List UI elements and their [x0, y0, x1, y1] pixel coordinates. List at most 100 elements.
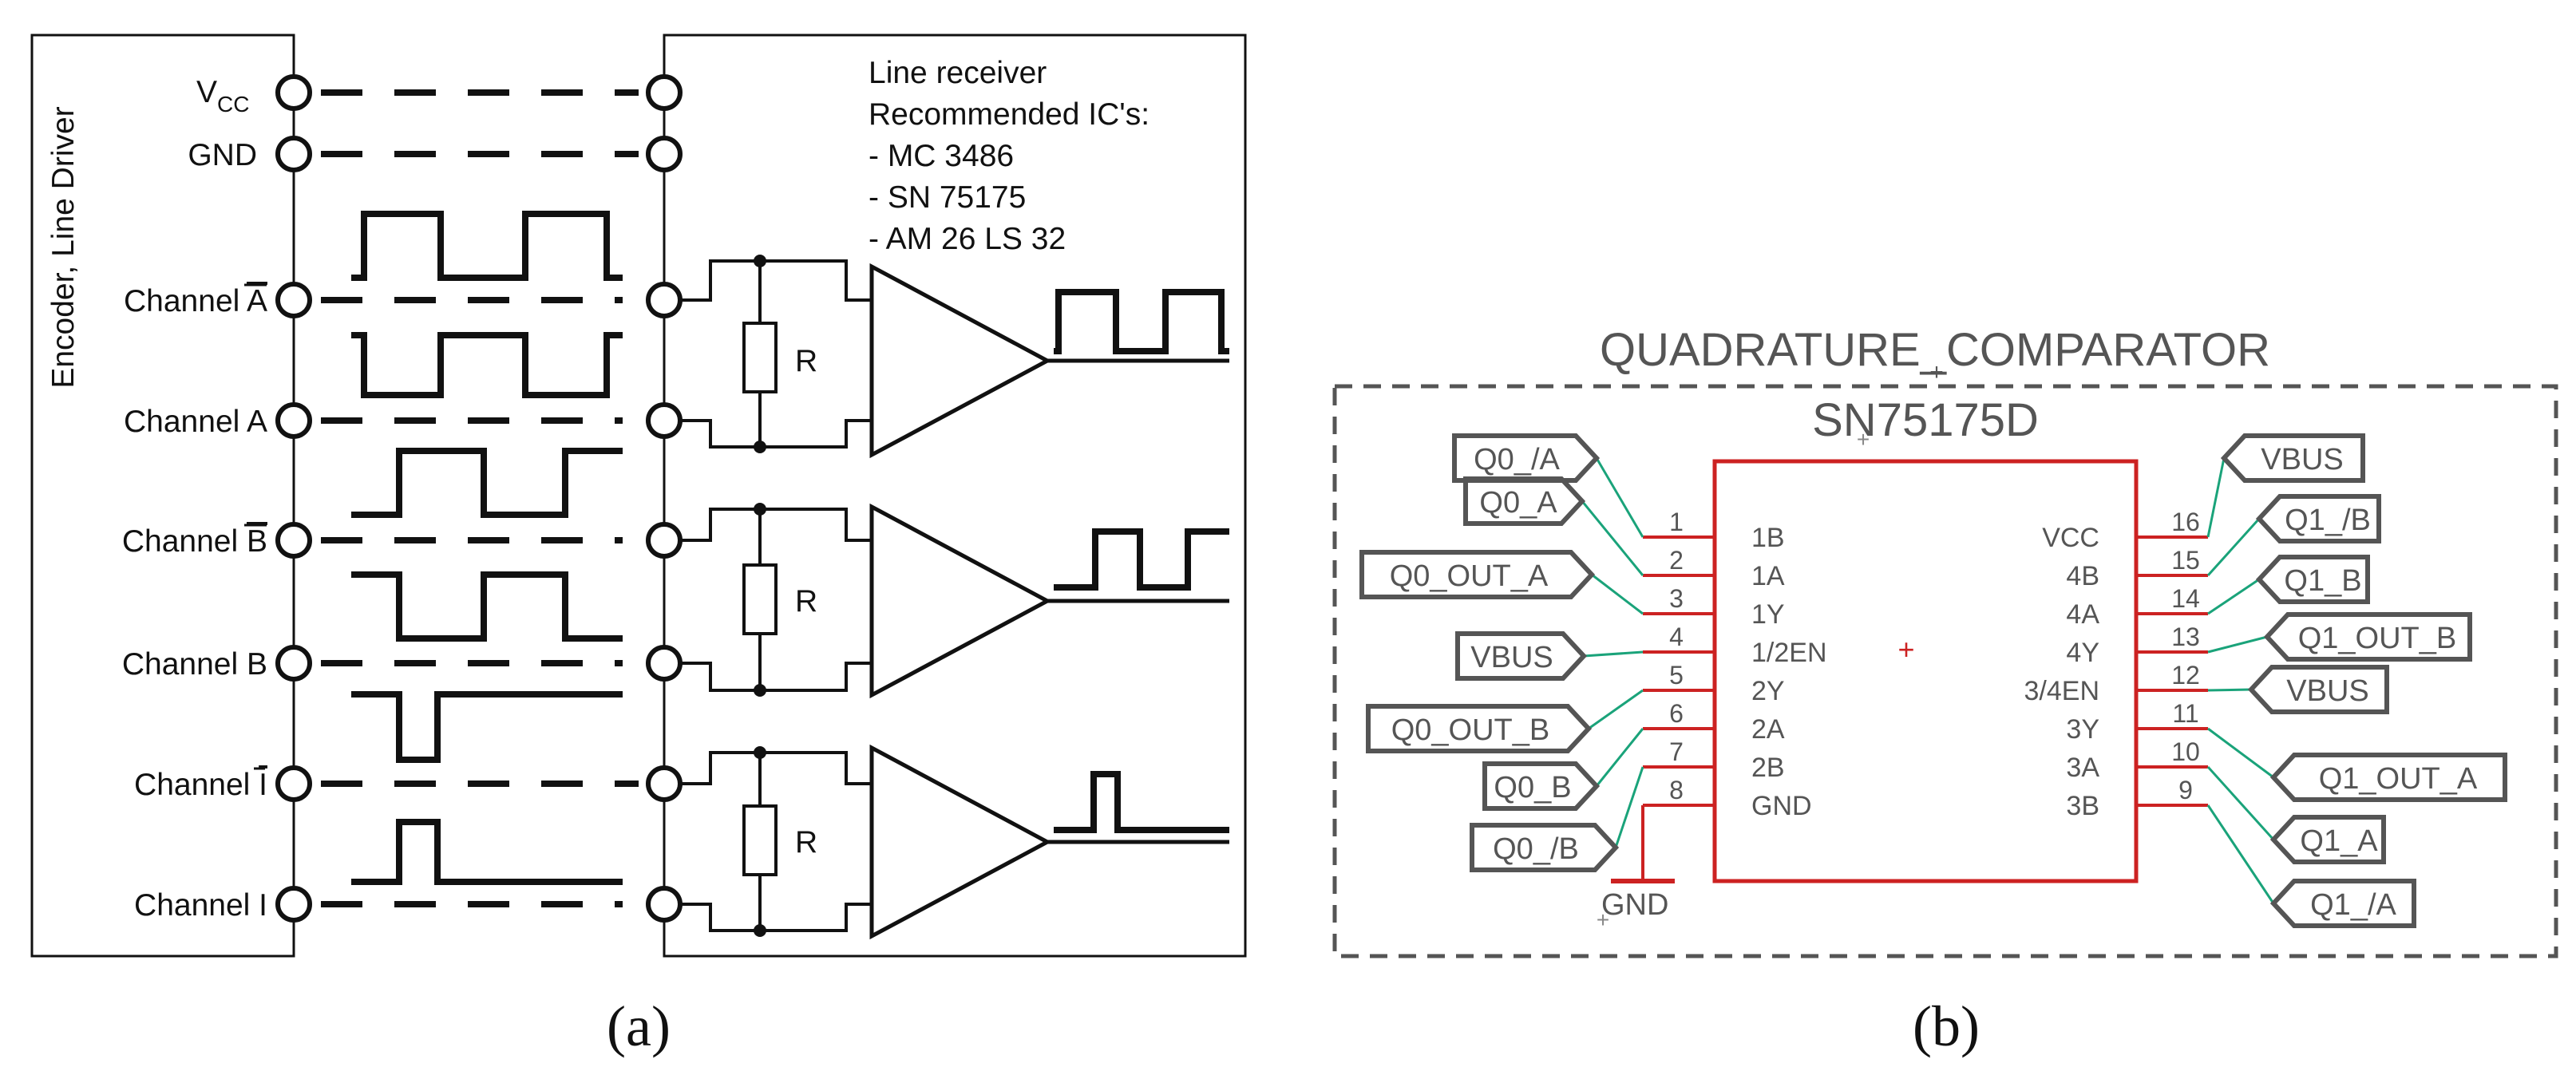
pin-number: 5: [1669, 661, 1684, 690]
pin-name: 2B: [1751, 753, 1785, 783]
resistor-b: [742, 563, 778, 635]
pin-stubs: [1611, 536, 2208, 883]
pin-name: 1/2EN: [1751, 638, 1827, 668]
vcc-label: VCC: [196, 75, 249, 117]
channel-label: Channel I: [134, 768, 267, 802]
pin-number: 7: [1669, 737, 1684, 766]
pin-name: 3A: [2066, 753, 2099, 783]
channel-label: Channel A: [124, 405, 267, 439]
pin-number: 1: [1669, 508, 1684, 536]
encoder-box: [30, 34, 295, 958]
pin-name: 1A: [1751, 561, 1785, 591]
net-flag-label: Q0_OUT_B: [1391, 713, 1550, 747]
pin-name: 3Y: [2066, 714, 2099, 745]
caption-a: (a): [607, 994, 671, 1058]
net-flag-label: Q1_OUT_B: [2298, 622, 2457, 655]
net-flag: [1359, 550, 1596, 599]
junction-dots: [754, 255, 766, 937]
comparator-i: [869, 744, 1052, 940]
net-flag: [1455, 631, 1588, 681]
pin-name: 4Y: [2066, 638, 2099, 668]
pin-name: GND: [1751, 791, 1812, 821]
net-flag: [2255, 494, 2381, 543]
net-flag: [2263, 612, 2472, 662]
net-flag-label: Q1_A: [2300, 824, 2378, 858]
net-flag: [2255, 555, 2370, 604]
net-flag-label: Q0_/A: [1474, 443, 1560, 476]
net-flag: [2247, 665, 2389, 714]
channel-label: Channel B: [122, 647, 267, 682]
wires: [1581, 457, 2275, 904]
chip-name: SN75175D: [1812, 394, 2039, 446]
pin-name: 3B: [2066, 791, 2099, 821]
net-flag-label: Q0_/B: [1493, 832, 1579, 866]
channel-label: Channel B: [122, 524, 267, 559]
net-flag: [1470, 823, 1620, 872]
net-flag: [1463, 476, 1586, 526]
pin-name: 1B: [1751, 523, 1785, 553]
pin-number: 8: [1669, 776, 1684, 804]
panel-b: QUADRATURE_COMPARATOR + SN75175D + +: [1332, 324, 2558, 1058]
left-pins: 1 2 3 4 5 6 7 8 1B 1A 1Y 1/2EN 2Y 2A 2B …: [1669, 508, 1826, 821]
channel-label: Channel A: [124, 284, 267, 318]
resistor-i: [742, 804, 778, 876]
right-pins: 16 15 14 13 12 11 10 9 VCC 4B 4A 4Y 3/4E…: [2024, 508, 2200, 821]
gnd-net-label: GND: [1601, 888, 1668, 922]
pin-number: 13: [2171, 622, 2200, 651]
waveform-a: [351, 332, 623, 398]
channel-labels: Channel A Channel A Channel B Channel B …: [122, 284, 267, 923]
pin-number: 16: [2171, 508, 2200, 536]
receiver-box: [663, 34, 1247, 958]
net-flag-label: Q1_OUT_A: [2319, 762, 2478, 796]
panel-a: Encoder, Line Driver VCC GND Channel A C…: [30, 34, 1247, 1058]
left-net-flag-labels: Q0_/A Q0_A Q0_OUT_A VBUS Q0_OUT_B Q0_B Q…: [1390, 443, 1579, 866]
waveform-a-bar: [351, 211, 623, 281]
net-flag-label: Q1_/B: [2285, 504, 2371, 537]
net-flag-label: Q1_B: [2284, 564, 2361, 598]
gnd-label: GND: [188, 138, 257, 172]
output-waveforms: [1054, 289, 1229, 833]
pin-name: 3/4EN: [2024, 676, 2100, 706]
waveform-i-bar: [351, 691, 623, 763]
resistor-label: R: [795, 825, 817, 860]
gnd-cross: +: [1597, 907, 1609, 932]
pin-number: 11: [2172, 699, 2198, 728]
net-flag-label: VBUS: [2261, 443, 2343, 476]
pin-number: 3: [1669, 584, 1684, 613]
net-flag-label: Q0_A: [1479, 486, 1557, 520]
channel-label: Channel I: [134, 888, 267, 923]
receiver-note: Line receiver Recommended IC's: - MC 348…: [869, 56, 1150, 256]
encoder-title: Encoder, Line Driver: [46, 106, 81, 388]
note-line: - AM 26 LS 32: [869, 222, 1066, 256]
net-flag: [2269, 815, 2386, 864]
net-flag-label: Q1_/A: [2310, 888, 2396, 922]
resistor-label: R: [795, 584, 817, 618]
pin-name: 4A: [2066, 599, 2099, 630]
comparators: [869, 263, 1229, 940]
net-flag: [1452, 433, 1601, 483]
pin-number: 2: [1669, 546, 1684, 575]
pin-name: 2A: [1751, 714, 1785, 745]
net-flag: [1366, 704, 1593, 753]
note-line: - SN 75175: [869, 180, 1026, 215]
dashed-lines: [321, 89, 639, 907]
pin-number: 6: [1669, 699, 1684, 728]
caption-b: (b): [1913, 994, 1980, 1058]
encoder-terminals: [275, 74, 312, 923]
schematic-title: QUADRATURE_COMPARATOR: [1600, 324, 2270, 376]
pin-number: 12: [2171, 661, 2200, 690]
pin-number: 4: [1669, 622, 1684, 651]
net-flag: [1482, 761, 1601, 811]
waveforms: [351, 211, 623, 885]
note-line: - MC 3486: [869, 139, 1014, 173]
comparator-a: [869, 263, 1052, 459]
pin-number: 15: [2171, 546, 2200, 575]
left-net-flags: [1359, 433, 1620, 872]
net-flag: [2269, 753, 2507, 802]
right-net-flag-labels: VBUS Q1_/B Q1_B Q1_OUT_B VBUS Q1_OUT_A Q…: [2261, 443, 2478, 922]
pin-number: 10: [2171, 737, 2200, 766]
resistor-label: R: [795, 344, 817, 378]
pin-number: 14: [2171, 584, 2200, 613]
receiver-circuits: [680, 259, 872, 932]
pin-name: VCC: [2042, 523, 2099, 553]
